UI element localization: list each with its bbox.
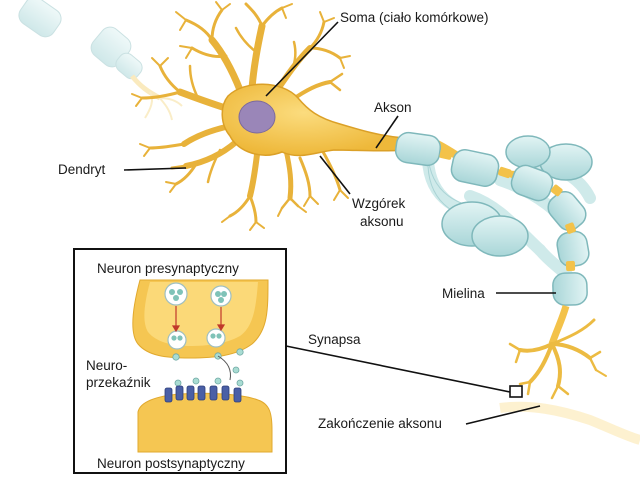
label-postsynaptic-neuron: Neuron postsynaptyczny: [97, 456, 245, 471]
receptors: [164, 385, 242, 403]
label-dendrite: Dendryt: [58, 162, 106, 177]
leader-dendrite: [123, 167, 187, 171]
postsynaptic-terminal: [137, 392, 273, 453]
label-synapse: Synapsa: [308, 332, 361, 347]
leader-lines: [123, 21, 556, 425]
axon-terminal-branches: [508, 318, 607, 400]
terminal-glow: [499, 401, 640, 445]
leader-soma: [265, 21, 339, 97]
leader-axon-terminal: [465, 405, 541, 425]
transport-arrows: [171, 306, 226, 333]
label-axon-terminal: Zakończenie aksonu: [318, 416, 442, 431]
label-presynaptic-neuron: Neuron presynaptyczny: [97, 261, 239, 276]
leader-synapse: [285, 345, 511, 393]
label-axon: Akson: [374, 100, 412, 115]
label-soma: Soma (ciało komórkowe): [340, 10, 489, 25]
myelin-network: [394, 131, 596, 346]
synapse-marker-box: [509, 385, 523, 398]
label-myelin: Mielina: [442, 286, 485, 301]
label-neurotransmitter-line2: przekaźnik: [86, 375, 151, 390]
leader-axon: [375, 115, 399, 149]
soma: [221, 83, 405, 157]
label-neurotransmitter-line1: Neuro-: [86, 358, 127, 373]
incoming-axon: [18, 0, 183, 121]
neurotransmitters: [172, 348, 244, 387]
label-axon-hillock-line2: aksonu: [360, 214, 404, 229]
leader-axon-hillock: [319, 155, 351, 195]
label-axon-hillock-line1: Wzgórek: [352, 196, 406, 211]
vesicles: [164, 282, 232, 350]
synapse-inset: Neuron presynaptyczny Neuro- przekaźnik …: [73, 248, 287, 474]
nucleus: [238, 100, 276, 134]
